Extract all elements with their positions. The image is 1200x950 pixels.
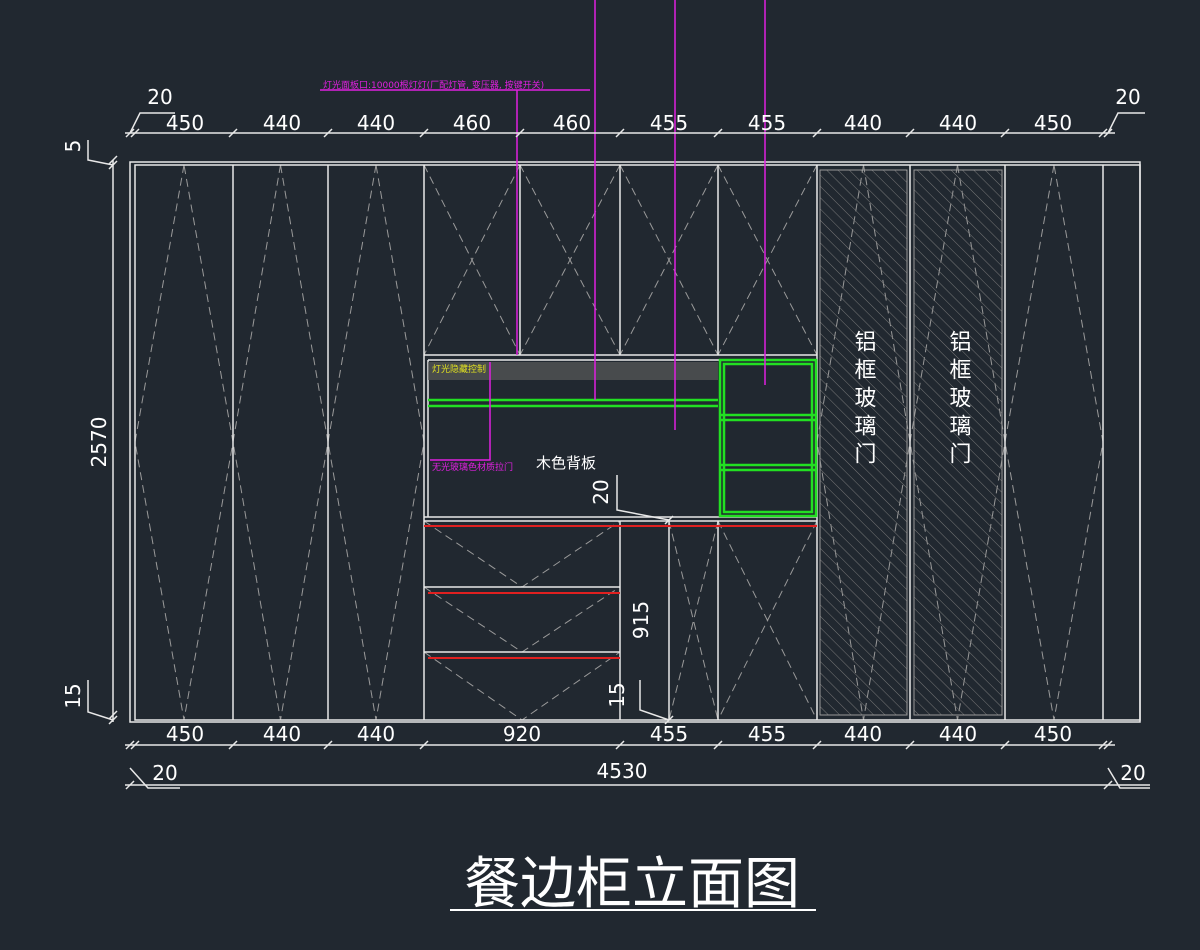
dimension-ticks (108, 128, 1113, 790)
dimension-tick (713, 128, 723, 138)
dimension-tick (419, 128, 429, 138)
glass-door-left (819, 169, 908, 716)
dim-top-4: 460 (453, 111, 491, 135)
dim-base-gap: 15 (605, 682, 629, 707)
dim-bottom-2: 440 (263, 722, 301, 746)
dim-lower-height: 915 (629, 601, 653, 639)
dim-top-3: 440 (357, 111, 395, 135)
leader-lines (320, 0, 766, 461)
door-swing-line (668, 520, 719, 721)
door-swing-line (1004, 164, 1104, 721)
dim-total-width: 4530 (597, 759, 648, 783)
dim-shelf-gap: 20 (589, 479, 613, 504)
dimension-tick (1000, 128, 1010, 138)
light-control-note: 灯光隐藏控制 (432, 363, 486, 375)
backboard-label: 木色背板 (536, 454, 596, 472)
door-swing-line (327, 164, 425, 721)
door-swing-line (668, 520, 719, 721)
dimension-tick (108, 160, 118, 170)
dimension-tick (664, 715, 674, 725)
dimension-tick (108, 715, 118, 725)
dim-top-9: 440 (939, 111, 977, 135)
dimension-tick (419, 740, 429, 750)
dimension-tick (905, 740, 915, 750)
dim-bottom-gap: 15 (61, 683, 85, 708)
drawing-title: 餐边柜立面图 (464, 852, 800, 917)
dimension-tick (108, 710, 118, 720)
dimension-tick (812, 740, 822, 750)
dim-top-5: 460 (553, 111, 591, 135)
dim-top-2: 440 (263, 111, 301, 135)
dimension-tick (615, 128, 625, 138)
glass-door-label-2: 铝框玻璃门 (946, 330, 972, 470)
dimension-tick (125, 780, 135, 790)
dimension-tick (1000, 740, 1010, 750)
top-dimensions: 450 440 440 460 460 455 455 440 440 450 (166, 111, 1072, 135)
light-strip (428, 362, 718, 380)
door-swing-line (232, 164, 329, 721)
dim-bottom-8: 440 (939, 722, 977, 746)
dim-bottom-1: 450 (166, 722, 204, 746)
dimension-tick (130, 128, 140, 138)
dimension-tick (713, 740, 723, 750)
dimension-tick (1098, 740, 1108, 750)
dim-top-gap: 5 (61, 140, 85, 153)
light-note: 灯光面板口:10000根灯灯(厂配灯管, 变压器, 按键开关) (323, 79, 544, 91)
dim-top-6: 455 (650, 111, 688, 135)
dimension-tick (228, 740, 238, 750)
cabinet-frame (129, 161, 1141, 723)
dimension-tick (130, 740, 140, 750)
dim-left-bottom-offset: 20 (152, 761, 177, 785)
dimension-tick (1103, 128, 1113, 138)
dim-right-top-offset: 20 (1115, 85, 1140, 109)
dimension-tick (905, 128, 915, 138)
dim-top-7: 455 (748, 111, 786, 135)
dim-top-1: 450 (166, 111, 204, 135)
dimension-tick (323, 128, 333, 138)
door-swing-line (423, 586, 621, 653)
dim-top-10: 450 (1034, 111, 1072, 135)
door-swing-line (423, 520, 621, 588)
dimension-tick (664, 515, 674, 525)
dimension-tick (515, 128, 525, 138)
dim-left-top-offset: 20 (147, 85, 172, 109)
door-swing-line (519, 164, 621, 356)
door-swing-line (717, 164, 818, 356)
dimension-tick (1103, 780, 1113, 790)
door-swing-line (134, 164, 234, 721)
bottom-dimensions: 450 440 440 920 455 455 440 440 450 4530 (166, 722, 1072, 783)
dimension-tick (615, 740, 625, 750)
glass-door-label-1: 铝框玻璃门 (851, 330, 877, 470)
dim-top-8: 440 (844, 111, 882, 135)
door-swing-line (717, 520, 818, 721)
dim-bottom-6: 455 (748, 722, 786, 746)
dim-bottom-3: 440 (357, 722, 395, 746)
glass-door-right (913, 169, 1003, 716)
dim-bottom-9: 450 (1034, 722, 1072, 746)
dimension-tick (108, 155, 118, 165)
door-swing-line (423, 164, 521, 356)
dimension-tick (812, 128, 822, 138)
dimension-tick (1098, 128, 1108, 138)
dimension-tick (228, 128, 238, 138)
red-shelf-edges (424, 525, 817, 659)
dim-total-height: 2570 (87, 417, 111, 468)
dimension-tick (323, 740, 333, 750)
door-swing-line (619, 164, 719, 356)
dimension-tick (125, 740, 135, 750)
green-shelves (428, 358, 818, 518)
sliding-door-note: 无光玻璃色材质拉门 (432, 461, 513, 473)
dimension-tick (125, 128, 135, 138)
dim-bottom-4: 920 (503, 722, 541, 746)
dimension-tick (1103, 740, 1113, 750)
door-swing-line (423, 651, 621, 721)
dim-bottom-7: 440 (844, 722, 882, 746)
dim-right-bottom-offset: 20 (1120, 761, 1145, 785)
dim-bottom-5: 455 (650, 722, 688, 746)
